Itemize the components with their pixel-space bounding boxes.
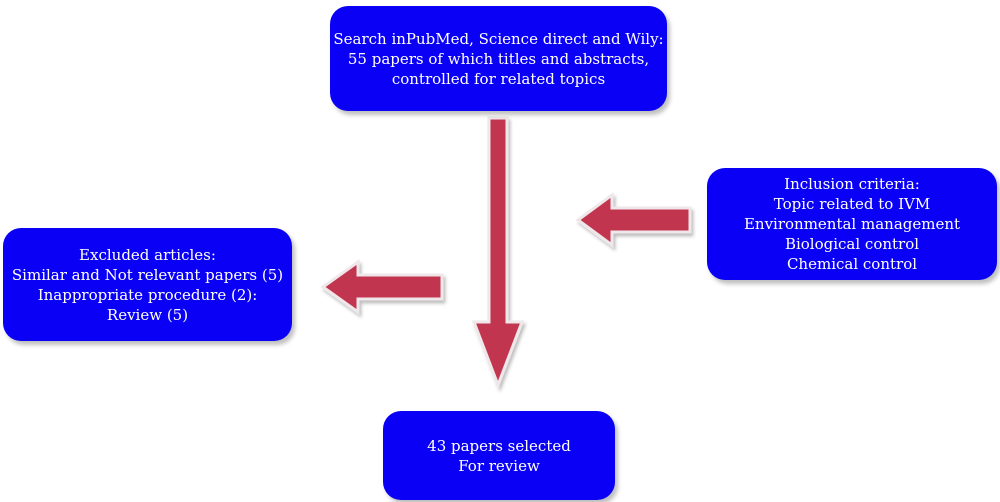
excluded-articles-box: Excluded articles: Similar and Not relev…	[3, 228, 292, 341]
excluded-line-2: Similar and Not relevant papers (5)	[11, 265, 284, 284]
search-line-3: controlled for related topics	[391, 69, 606, 88]
inclusion-line-1: Inclusion criteria:	[784, 175, 920, 193]
down-arrow	[471, 116, 525, 390]
inclusion-line-4: Biological control	[784, 235, 920, 253]
inclusion-line-3: Environmental management	[743, 215, 961, 233]
left-arrow-excluded	[320, 259, 444, 315]
selected-papers-box: 43 papers selected For review	[383, 411, 615, 500]
inclusion-line-2: Topic related to IVM	[773, 195, 931, 213]
left-arrow-inclusion	[575, 192, 692, 248]
inclusion-criteria-box: Inclusion criteria: Topic related to IVM…	[707, 168, 997, 280]
selected-line-2: For review	[458, 456, 540, 475]
excluded-line-3: Inappropriate procedure (2):	[37, 285, 258, 304]
excluded-line-1: Excluded articles:	[79, 245, 216, 264]
search-line-2: 55 papers of which titles and abstracts,	[347, 49, 650, 68]
search-box: Search inPubMed, Science direct and Wily…	[330, 6, 667, 111]
inclusion-line-5: Chemical control	[786, 255, 918, 273]
selected-line-1: 43 papers selected	[427, 436, 571, 455]
excluded-line-4: Review (5)	[106, 305, 189, 324]
search-line-1: Search inPubMed, Science direct and Wily…	[333, 29, 664, 48]
